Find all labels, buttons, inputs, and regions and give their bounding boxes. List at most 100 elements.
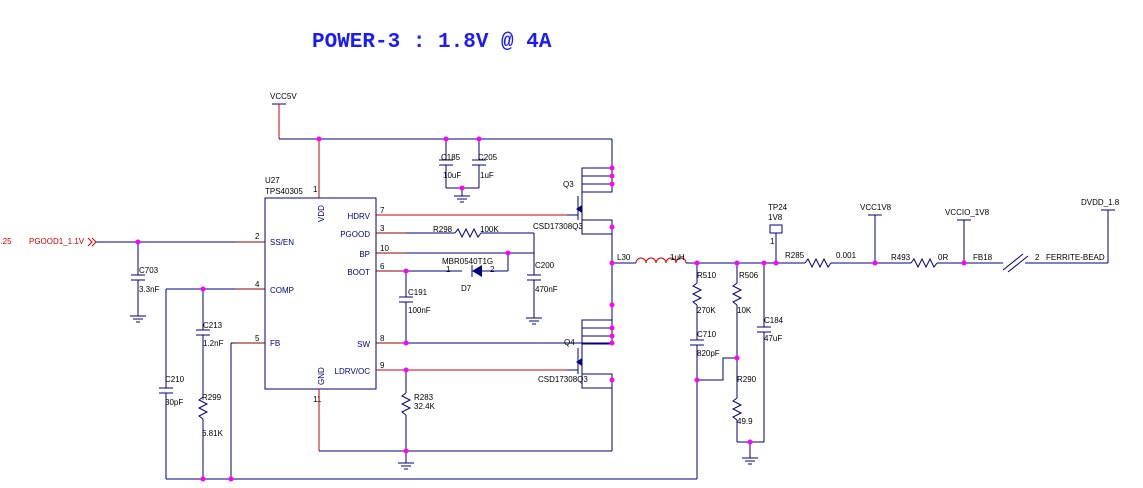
r283-val: 32.4K	[414, 402, 436, 411]
pin-boot-num: 6	[380, 262, 385, 271]
c703-val: 3.3nF	[139, 285, 160, 294]
r298-val: 100K	[480, 225, 499, 234]
d7-pin2: 2	[490, 265, 495, 274]
pin-hdrv-num: 7	[380, 206, 385, 215]
ground-symbol-c200	[526, 317, 542, 325]
ground-symbol-c703	[130, 315, 146, 323]
pin-bp-num: 10	[380, 244, 389, 253]
fb18-pin: 2	[1035, 253, 1040, 262]
q3-ref: Q3	[563, 180, 574, 189]
pin-ssen-label: SS/EN	[270, 238, 294, 247]
l30-val: 1uH	[670, 253, 685, 262]
pin-bp-label: BP	[359, 250, 370, 259]
pin-comp-num: 4	[255, 280, 260, 289]
c213-ref: C213	[203, 321, 223, 330]
r285-val: 0.001	[836, 251, 857, 260]
ic-u27-ref: U27	[265, 176, 280, 185]
c210-val: 30pF	[165, 398, 183, 407]
diode-d7[interactable]: MBR0540T1G 1 2 D7	[406, 257, 508, 293]
d7-part: MBR0540T1G	[442, 257, 493, 266]
r298-ref: R298	[433, 225, 453, 234]
c184-val: 47uF	[764, 334, 782, 343]
q4-ref: Q4	[564, 338, 575, 347]
c200-val: 470nF	[535, 285, 558, 294]
mosfet-q3[interactable]: Q3 CSD17308Q3	[533, 139, 613, 263]
vcc1v8-symbol: VCC1V8	[860, 203, 892, 263]
vcc5v-symbol: VCC5V	[270, 92, 297, 139]
dvdd-symbol: DVDD_1.8	[1081, 198, 1120, 263]
fb18-ref: FB18	[973, 253, 993, 262]
r290-val: 49.9	[737, 417, 753, 426]
r493-val: 0R	[938, 253, 948, 262]
c185-val: 10uF	[443, 171, 461, 180]
capacitor-c210[interactable]: C210 30pF	[159, 289, 185, 479]
resistor-r285[interactable]: R285 0.001	[785, 251, 889, 269]
capacitor-c710[interactable]: C710 820pF	[690, 330, 720, 479]
c191-ref: C191	[408, 288, 428, 297]
r493-ref: R493	[891, 253, 911, 262]
ic-u27[interactable]: U27 TPS40305 VDD 1 HDRV 7 PGOOD 3 BP 10 …	[235, 176, 567, 451]
ic-u27-body	[264, 197, 377, 390]
capacitor-c191[interactable]: C191 100nF	[399, 271, 431, 343]
pin-gnd-num: 11	[313, 395, 322, 404]
r299-val: 6.81K	[202, 429, 224, 438]
resistor-r290[interactable]: R290 49.9	[731, 375, 757, 442]
pin-vdd-num: 1	[313, 185, 318, 194]
tp24-val: 1V8	[768, 213, 783, 222]
resistor-r506[interactable]: R506 10K	[731, 263, 759, 385]
pgood-prefix: 3.25	[0, 237, 12, 246]
c210-ref: C210	[165, 375, 185, 384]
mosfet-q4[interactable]: Q4 CSD17308Q3	[538, 319, 613, 451]
capacitor-c185[interactable]: C185 10uF	[439, 139, 461, 188]
c185-ref: C185	[441, 153, 461, 162]
c710-val: 820pF	[697, 349, 720, 358]
capacitor-c703[interactable]: C703 3.3nF	[131, 242, 160, 316]
r510-ref: R510	[697, 271, 717, 280]
resistor-r283[interactable]: R283 32.4K	[400, 370, 436, 451]
r299-ref: R299	[202, 393, 222, 402]
pin-ldrv-label: LDRV/OC	[335, 367, 371, 376]
net-label-dvdd: DVDD_1.8	[1081, 198, 1120, 207]
c213-val: 1.2nF	[203, 339, 224, 348]
pin-comp-label: COMP	[270, 286, 294, 295]
c205-ref: C205	[478, 153, 498, 162]
testpoint-tp24[interactable]: TP24 1V8 1	[768, 203, 788, 263]
r283-ref: R283	[414, 393, 434, 402]
tp24-ref: TP24	[768, 203, 788, 212]
pin-pgood-label: PGOOD	[340, 230, 370, 239]
vccio-symbol: VCCIO_1V8	[945, 208, 990, 263]
resistor-r299[interactable]: R299 6.81K	[197, 393, 224, 479]
c184-ref: C184	[764, 316, 784, 325]
c191-val: 100nF	[408, 306, 431, 315]
junction-dots	[135, 136, 967, 482]
net-label-vcc5v: VCC5V	[270, 92, 297, 101]
resistor-r510[interactable]: R510 270K	[691, 263, 717, 340]
pin-sw-num: 8	[380, 334, 385, 343]
resistor-r298[interactable]: R298 100K	[406, 225, 535, 253]
fb18-part: FERRITE-BEAD	[1046, 253, 1105, 262]
pin-fb-label: FB	[270, 339, 280, 348]
capacitor-c213[interactable]: C213 1.2nF	[196, 289, 224, 397]
pin-boot-label: BOOT	[347, 268, 370, 277]
inductor-l30[interactable]: L30 1uH	[612, 253, 687, 264]
capacitor-c184[interactable]: C184 47uF	[757, 263, 784, 442]
r506-val: 10K	[737, 306, 752, 315]
pgood-net-label: PGOOD1_1.1V	[29, 237, 85, 246]
pin-sw-label: SW	[357, 340, 370, 349]
d7-ref: D7	[461, 284, 472, 293]
c710-ref: C710	[697, 330, 717, 339]
ferrite-bead-fb18[interactable]: FB18 2 FERRITE-BEAD	[973, 253, 1108, 273]
feedback-tap-wire	[697, 357, 737, 381]
ground-symbol-main	[398, 451, 414, 470]
capacitor-c200[interactable]: C200 470nF	[527, 253, 558, 318]
ground-symbol-output	[742, 442, 758, 465]
capacitor-c205[interactable]: C205 1uF	[472, 139, 498, 188]
resistor-r493[interactable]: R493 0R	[889, 253, 1003, 269]
r290-ref: R290	[737, 375, 757, 384]
pin-pgood-num: 3	[380, 224, 385, 233]
pin-hdrv-label: HDRV	[347, 212, 370, 221]
c200-ref: C200	[535, 261, 555, 270]
tp24-pin: 1	[770, 237, 775, 246]
pin-ssen-num: 2	[255, 232, 260, 241]
